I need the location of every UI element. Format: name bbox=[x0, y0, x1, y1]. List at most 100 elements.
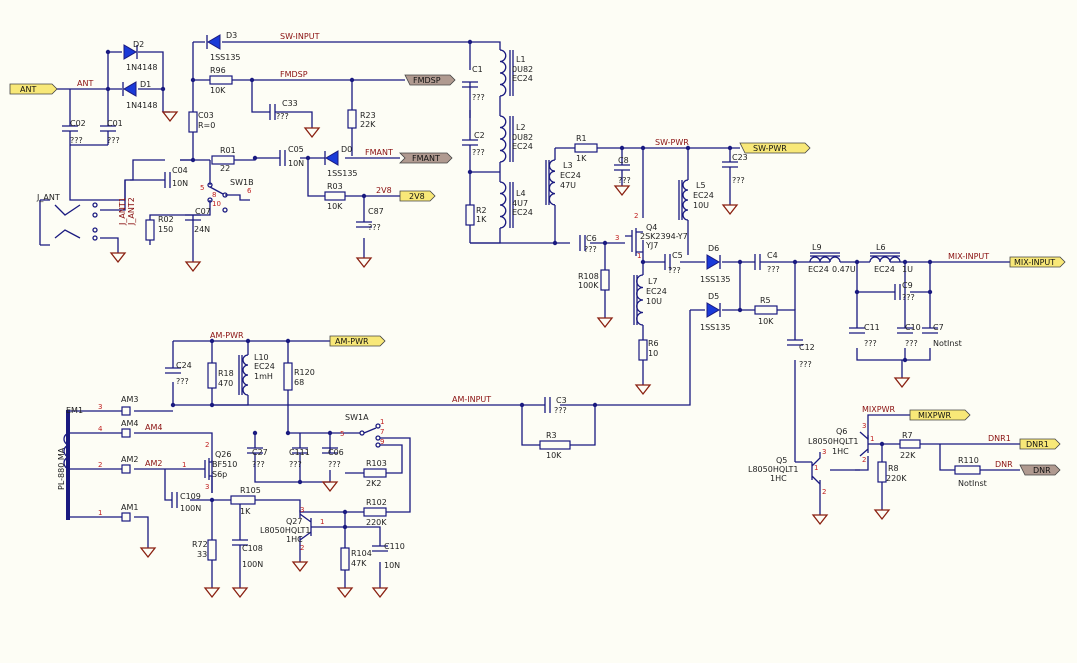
value-label: 22 bbox=[220, 164, 230, 173]
net-label: AM-PWR bbox=[210, 331, 244, 340]
pin-number: 5 bbox=[200, 184, 204, 192]
ref-label: R7 bbox=[902, 431, 913, 440]
ref-label: D6 bbox=[708, 244, 719, 253]
ref-label: R103 bbox=[366, 459, 387, 468]
ref-label: C01 bbox=[107, 119, 123, 128]
ref-label: L1 bbox=[516, 55, 526, 64]
diode-D5 bbox=[706, 302, 721, 318]
resistor-R18 bbox=[207, 362, 217, 389]
connector-pin-labels: J_ANT1 J_ANT2 bbox=[118, 197, 136, 226]
value-label: 4U7 bbox=[512, 199, 528, 208]
transistor-Q5 bbox=[811, 452, 821, 485]
port-SW-PWR: SW-PWR bbox=[739, 142, 811, 154]
capacitor-bodies bbox=[62, 81, 938, 560]
resistor-R105 bbox=[230, 495, 256, 505]
value-label: 10N bbox=[288, 159, 304, 168]
ref-label: C3 bbox=[556, 396, 567, 405]
value-label: 1SS135 bbox=[700, 323, 731, 332]
value-label: 0U82 bbox=[512, 65, 533, 74]
inductor-L1 bbox=[499, 49, 507, 97]
value-label: 0.47U bbox=[832, 265, 856, 274]
ref-label: C8 bbox=[618, 156, 629, 165]
value-label: 33 bbox=[197, 550, 207, 559]
capacitor-C109 bbox=[171, 492, 178, 508]
pin-number: 2 bbox=[862, 456, 866, 464]
ref-label: D2 bbox=[133, 40, 144, 49]
capacitor-C111 bbox=[292, 447, 308, 470]
capacitor-C7 bbox=[922, 327, 938, 334]
value-label: EC24 bbox=[512, 74, 533, 83]
net-label: ANT bbox=[77, 79, 93, 88]
resistor-R23 bbox=[347, 109, 357, 129]
pin-number: 5 bbox=[340, 430, 344, 438]
ref-label: L10 bbox=[254, 353, 269, 362]
value-label: EC24 bbox=[560, 171, 581, 180]
capacitor-C108 bbox=[232, 539, 248, 560]
pin-number: 1 bbox=[182, 461, 186, 469]
resistor-R96 bbox=[209, 75, 233, 85]
pin-number: 7 bbox=[380, 428, 384, 436]
value-label: EC24 bbox=[693, 191, 714, 200]
pin-number: 3 bbox=[615, 234, 619, 242]
value-label: 1SS135 bbox=[210, 53, 241, 62]
value-label: EC24 bbox=[874, 265, 895, 274]
svg-text:2V8: 2V8 bbox=[409, 192, 425, 201]
capacitor-C8 bbox=[614, 164, 630, 178]
value-label: 0U82 bbox=[512, 133, 533, 142]
value-label: 100N bbox=[242, 560, 263, 569]
resistor-R1 bbox=[574, 143, 598, 153]
ref-label: R1 bbox=[576, 134, 587, 143]
value-label: 1HC bbox=[770, 474, 787, 483]
inductor-L7 bbox=[636, 274, 644, 326]
ref-label: C11 bbox=[864, 323, 880, 332]
ref-label: C07 bbox=[195, 207, 211, 216]
capacitor-C6 bbox=[579, 235, 586, 251]
pin-number: 8 bbox=[212, 191, 216, 199]
value-label: ??? bbox=[107, 136, 120, 145]
value-label: ??? bbox=[554, 406, 567, 415]
inductor-L9 bbox=[809, 256, 841, 263]
pin-number: 2 bbox=[205, 441, 209, 449]
ref-label: D5 bbox=[708, 292, 719, 301]
net-label: MIX-INPUT bbox=[948, 252, 989, 261]
value-label: ??? bbox=[252, 460, 265, 469]
ref-label: C10 bbox=[905, 323, 921, 332]
value-label: 24N bbox=[194, 225, 210, 234]
ref-label: R01 bbox=[220, 146, 236, 155]
value-label: 1U bbox=[902, 265, 913, 274]
ref-label: L9 bbox=[812, 243, 822, 252]
capacitor-C02 bbox=[62, 125, 78, 145]
svg-text:DNR1: DNR1 bbox=[1026, 440, 1049, 449]
ref-label: Q27 bbox=[286, 517, 302, 526]
diode-D2 bbox=[123, 44, 138, 60]
net-label: AM-INPUT bbox=[452, 395, 491, 404]
pin-number: 6 bbox=[247, 187, 252, 195]
svg-text:AM-PWR: AM-PWR bbox=[335, 337, 369, 346]
value-label: ??? bbox=[472, 93, 485, 102]
value-label: 1K bbox=[240, 507, 251, 516]
pin-number: 2 bbox=[300, 544, 304, 552]
resistor-R01 bbox=[211, 155, 235, 165]
value-label: 100K bbox=[578, 281, 599, 290]
net-label: AM2 bbox=[145, 459, 162, 468]
svg-text:MIX-INPUT: MIX-INPUT bbox=[1014, 258, 1055, 267]
ref-label: SW1B bbox=[230, 178, 254, 187]
pin-label: J_ANT1 bbox=[118, 197, 127, 226]
inductor-L2 bbox=[499, 115, 507, 163]
ref-label: Q26 bbox=[215, 450, 231, 459]
ref-label: AM4 bbox=[121, 419, 138, 428]
value-label: 10 bbox=[648, 349, 658, 358]
capacitor-C23 bbox=[722, 161, 738, 176]
ref-label: J_ANT bbox=[36, 193, 60, 202]
value-label: ??? bbox=[767, 265, 780, 274]
value-label: 1mH bbox=[254, 372, 273, 381]
resistor-R102 bbox=[363, 507, 387, 517]
ref-label: R18 bbox=[218, 369, 234, 378]
resistor-R103 bbox=[363, 468, 387, 478]
capacitor-C24 bbox=[165, 367, 181, 374]
pin-number: 2 bbox=[634, 212, 638, 220]
ref-label: R108 bbox=[578, 272, 599, 281]
ref-label: C06 bbox=[328, 448, 344, 457]
value-label: EC24 bbox=[254, 362, 275, 371]
ref-label: C87 bbox=[368, 207, 384, 216]
